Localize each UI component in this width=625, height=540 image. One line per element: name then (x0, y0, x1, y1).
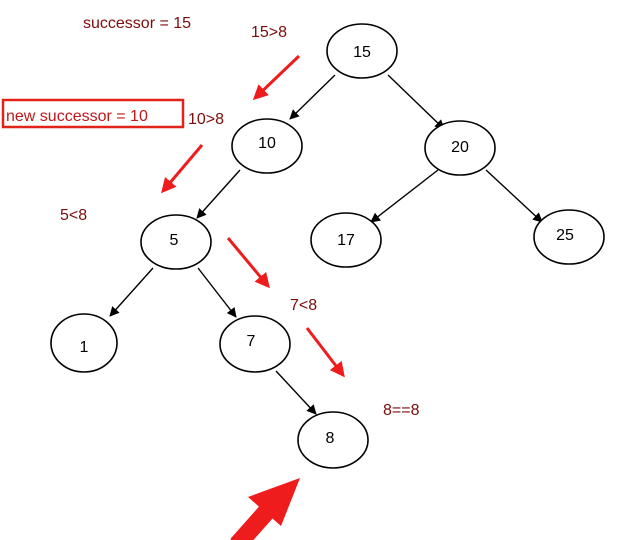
new-successor-box (1, 98, 185, 129)
node-20: 20 (424, 120, 496, 176)
compare-7-8: 7<8 (290, 297, 317, 314)
successor-note: successor = 15 (83, 15, 191, 32)
edge-20-25 (485, 169, 543, 223)
node-25-label: 25 (556, 227, 574, 244)
node-17: 17 (310, 212, 382, 268)
node-15-label: 15 (353, 44, 371, 61)
node-7-circle (219, 315, 291, 373)
node-25-circle (533, 209, 605, 265)
red-arrow-4 (305, 327, 345, 378)
node-25: 25 (533, 209, 605, 265)
node-20-circle (424, 120, 496, 176)
node-1-circle (50, 313, 118, 373)
edge-20-17 (370, 169, 439, 223)
node-10-circle (231, 118, 303, 174)
edge-5-1 (109, 267, 154, 317)
edge-15-10 (289, 74, 336, 120)
red-arrow-3 (226, 237, 270, 289)
big-red-pointer-arrow (230, 478, 300, 540)
node-17-label: 17 (337, 232, 355, 249)
red-arrow-1 (252, 54, 301, 101)
node-7-label: 7 (247, 333, 256, 350)
node-10: 10 (231, 118, 303, 174)
node-15: 15 (326, 23, 398, 79)
node-5-circle (140, 214, 212, 270)
edge-7-8 (275, 370, 317, 415)
compare-8-8: 8==8 (383, 402, 420, 419)
new-successor-note: new successor = 10 (6, 108, 148, 125)
node-17-circle (310, 212, 382, 268)
node-15-circle (326, 23, 398, 79)
red-traversal-arrows (161, 54, 345, 540)
node-5: 5 (140, 214, 212, 270)
compare-5-8: 5<8 (60, 207, 87, 224)
node-20-label: 20 (451, 139, 469, 156)
tree-edges (109, 74, 543, 415)
node-10-label: 10 (258, 135, 276, 152)
node-8-label: 8 (326, 430, 335, 447)
edge-10-5 (196, 169, 241, 219)
edge-5-7 (197, 267, 237, 318)
node-7: 7 (219, 315, 291, 373)
node-8: 8 (297, 411, 369, 469)
node-1: 1 (50, 313, 118, 373)
compare-10-8: 10>8 (188, 111, 224, 128)
node-1-label: 1 (80, 339, 89, 356)
red-arrow-2 (161, 144, 204, 194)
compare-15-8: 15>8 (251, 24, 287, 41)
node-5-label: 5 (170, 232, 179, 249)
annotations: successor = 15 15>8 new successor = 10 1… (1, 15, 420, 419)
edge-15-20 (387, 74, 445, 130)
node-8-circle (297, 411, 369, 469)
